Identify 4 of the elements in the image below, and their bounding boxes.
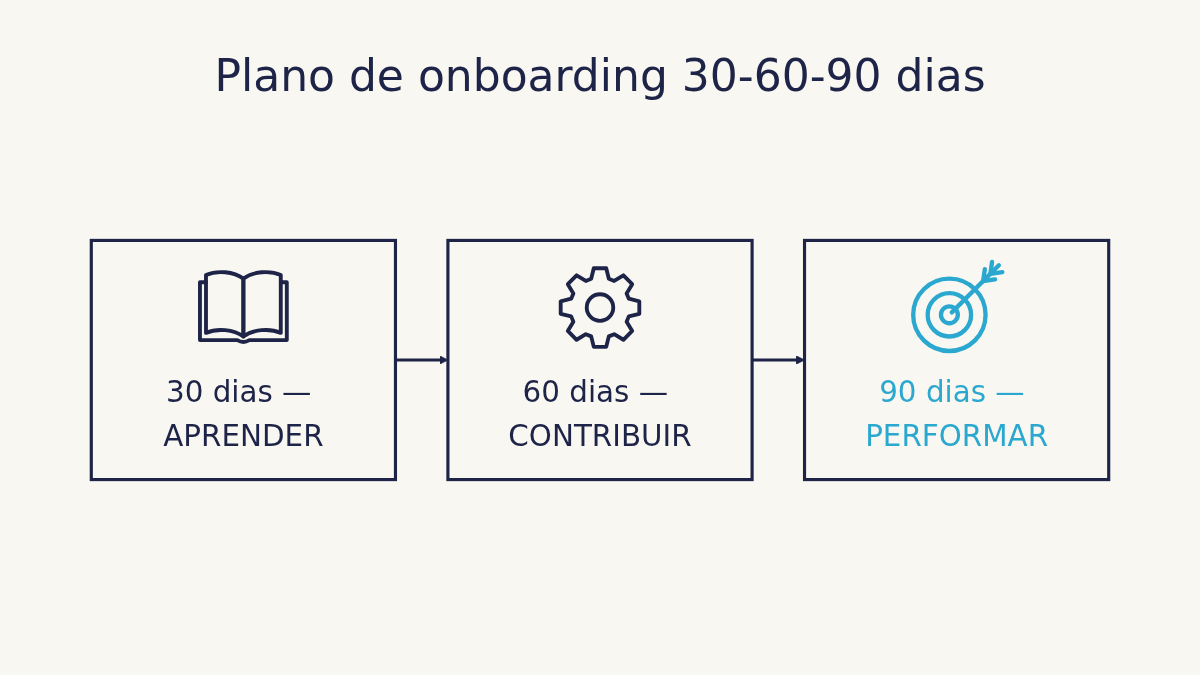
node-box: 30 dias — APRENDER [89, 238, 398, 482]
diagram-title: Plano de onboarding 30-60-90 dias [214, 50, 986, 101]
node-box: 60 dias — CONTRIBUIR [446, 238, 754, 482]
node-box: 90 dias — PERFORMAR [802, 238, 1111, 482]
